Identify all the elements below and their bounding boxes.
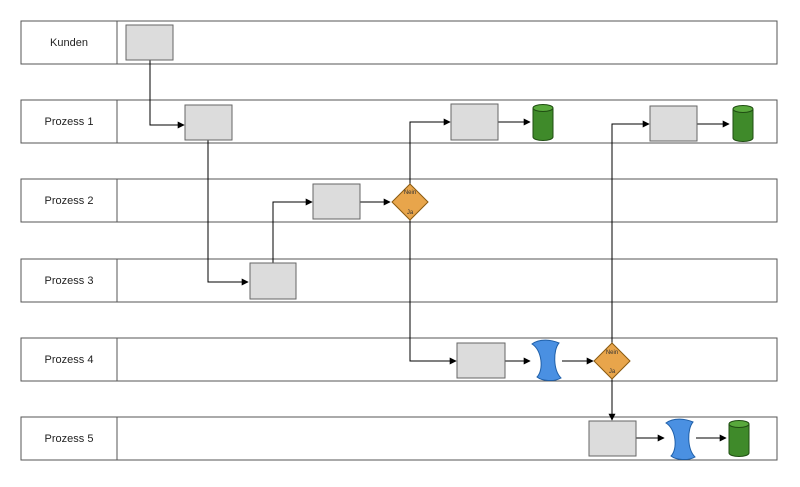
lane-prozess-3: Prozess 3 xyxy=(20,258,778,303)
lane-label-prozess-5: Prozess 5 xyxy=(45,433,94,445)
decision-1-yes-label: Ja xyxy=(407,210,414,216)
lane-prozess-4: Prozess 4 xyxy=(20,337,778,382)
lane-label-kunden: Kunden xyxy=(50,37,88,49)
decision-2-yes-label: Ja xyxy=(609,369,616,375)
process-box-icon xyxy=(450,103,499,141)
decision-2-no-label: Nein xyxy=(606,350,618,356)
process-box-icon xyxy=(649,105,698,142)
connector-decision-2-no xyxy=(611,120,650,343)
decision-diamond-icon xyxy=(593,342,631,380)
database-cylinder-icon xyxy=(728,420,750,457)
lane-label-prozess-3: Prozess 3 xyxy=(45,275,94,287)
connector-decision-1-yes xyxy=(409,220,457,365)
document-wave-icon xyxy=(531,339,562,381)
decision-2: Nein Ja xyxy=(593,342,631,380)
process-boxes xyxy=(125,24,698,457)
lane-label-prozess-4: Prozess 4 xyxy=(45,354,94,366)
lane-label-prozess-1: Prozess 1 xyxy=(45,116,94,128)
connector-p1-to-p3 xyxy=(207,140,249,286)
lane-label-prozess-2: Prozess 2 xyxy=(45,195,94,207)
process-box-icon xyxy=(588,420,637,457)
decision-diamond-icon xyxy=(391,183,429,221)
connector-decision-1-no xyxy=(409,118,451,184)
process-box-icon xyxy=(456,342,506,379)
process-box-icon xyxy=(184,104,233,141)
connectors xyxy=(149,60,730,442)
process-box-icon xyxy=(249,262,297,300)
decision-1-no-label: Nein xyxy=(404,190,416,196)
document-wave-icon xyxy=(665,418,696,460)
database-cylinder-icon xyxy=(732,105,754,142)
process-box-icon xyxy=(125,24,174,61)
decision-1: Nein Ja xyxy=(391,183,429,221)
connector-kunden-to-p1 xyxy=(149,60,185,129)
connector-p3-to-p2 xyxy=(272,198,313,263)
process-box-icon xyxy=(312,183,361,220)
database-cylinder-icon xyxy=(532,104,554,141)
